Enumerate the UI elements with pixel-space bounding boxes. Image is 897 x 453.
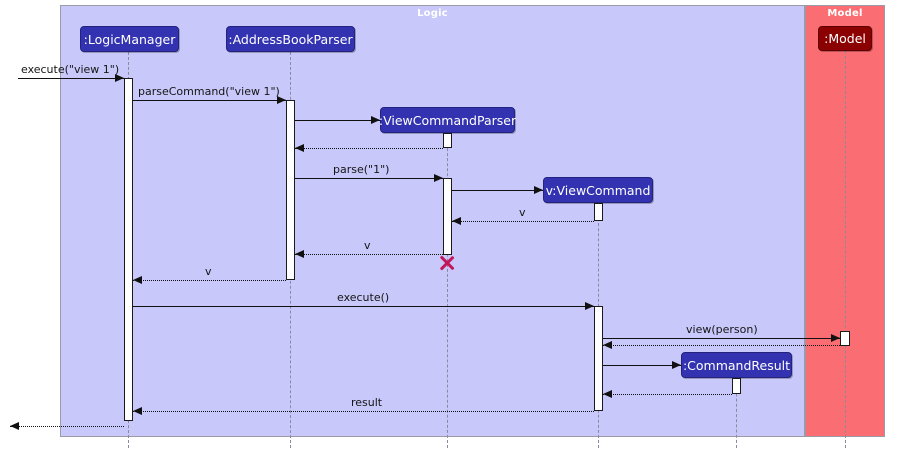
message-return-v-to-logic	[133, 280, 286, 281]
destroy-marker-view-command-parser	[438, 254, 456, 272]
message-create-view-command-arrowhead	[534, 185, 543, 194]
logic-package-label: Logic	[417, 8, 448, 19]
participant-label-model: :Model	[824, 31, 866, 46]
message-result-label: result	[351, 396, 383, 409]
participant-view-command[interactable]: v:ViewCommand	[543, 177, 653, 203]
message-return-v-from-parser-label: v	[364, 239, 371, 252]
activation-view-command-create	[594, 203, 603, 221]
message-execute	[133, 306, 594, 307]
message-return-from-model	[603, 345, 840, 346]
message-return-v-from-view-command-arrowhead	[452, 216, 461, 225]
message-return-from-model-arrowhead	[603, 340, 612, 349]
activation-address-book-parser	[286, 100, 295, 280]
message-parse-1-arrowhead	[434, 173, 443, 182]
message-return-to-caller	[10, 426, 124, 427]
message-return-v-from-view-command	[452, 221, 594, 222]
message-create-command-result	[603, 365, 681, 366]
participant-label-logic-manager: :LogicManager	[83, 31, 176, 47]
participant-logic-manager[interactable]: :LogicManager	[80, 26, 179, 52]
activation-model	[840, 331, 850, 346]
message-parse-command-label: parseCommand("view 1")	[138, 85, 280, 98]
message-view-person	[603, 338, 840, 339]
participant-address-book-parser[interactable]: :AddressBookParser	[226, 26, 355, 52]
activation-logic-manager	[124, 78, 133, 421]
message-return-view-command-parser	[295, 148, 443, 149]
message-create-view-command	[452, 190, 543, 191]
participant-label-view-command-parser: :ViewCommandParser	[378, 112, 517, 128]
message-parse-command	[133, 100, 286, 101]
message-execute-arrowhead	[585, 301, 594, 310]
message-result-arrowhead	[133, 406, 142, 415]
activation-view-command-execute	[594, 306, 603, 411]
participant-command-result[interactable]: :CommandResult	[681, 352, 792, 378]
message-result	[133, 411, 594, 412]
message-parse-command-arrowhead	[277, 95, 286, 104]
message-return-view-command-parser-arrowhead	[295, 143, 304, 152]
message-view-person-label: view(person)	[686, 323, 758, 336]
message-return-v-from-parser-arrowhead	[295, 249, 304, 258]
participant-label-view-command: v:ViewCommand	[545, 182, 651, 198]
participant-view-command-parser[interactable]: :ViewCommandParser	[378, 107, 517, 133]
model-package-label: Model	[827, 8, 863, 19]
message-return-v-from-view-command-label: v	[519, 206, 526, 219]
message-execute-label: execute()	[337, 291, 390, 304]
message-create-command-result-arrowhead	[672, 360, 681, 369]
message-return-command-result	[603, 394, 732, 395]
message-create-view-command-parser	[295, 120, 380, 121]
message-parse-1-label: parse("1")	[333, 163, 390, 176]
participant-label-command-result: :CommandResult	[682, 357, 791, 373]
message-parse-1	[295, 178, 443, 179]
message-return-v-to-logic-arrowhead	[133, 275, 142, 284]
message-execute-view-1	[18, 78, 124, 79]
activation-view-command-parser-create	[443, 133, 452, 148]
lifeline-view-command-parser	[447, 133, 448, 448]
message-view-person-arrowhead	[831, 333, 840, 342]
participant-label-address-book-parser: :AddressBookParser	[228, 31, 353, 47]
message-return-to-caller-arrowhead	[10, 421, 19, 430]
message-execute-view-1-label: execute("view 1")	[21, 63, 120, 76]
message-create-view-command-parser-arrowhead	[371, 115, 380, 124]
participant-model[interactable]: :Model	[818, 26, 872, 51]
message-return-v-to-logic-label: v	[205, 265, 212, 278]
message-return-command-result-arrowhead	[603, 389, 612, 398]
lifeline-model	[845, 51, 846, 448]
message-execute-view-1-arrowhead	[115, 73, 124, 82]
activation-view-command-parser-parse	[443, 178, 452, 255]
lifeline-command-result	[736, 378, 737, 448]
activation-command-result	[732, 378, 741, 394]
message-return-v-from-parser	[295, 254, 443, 255]
